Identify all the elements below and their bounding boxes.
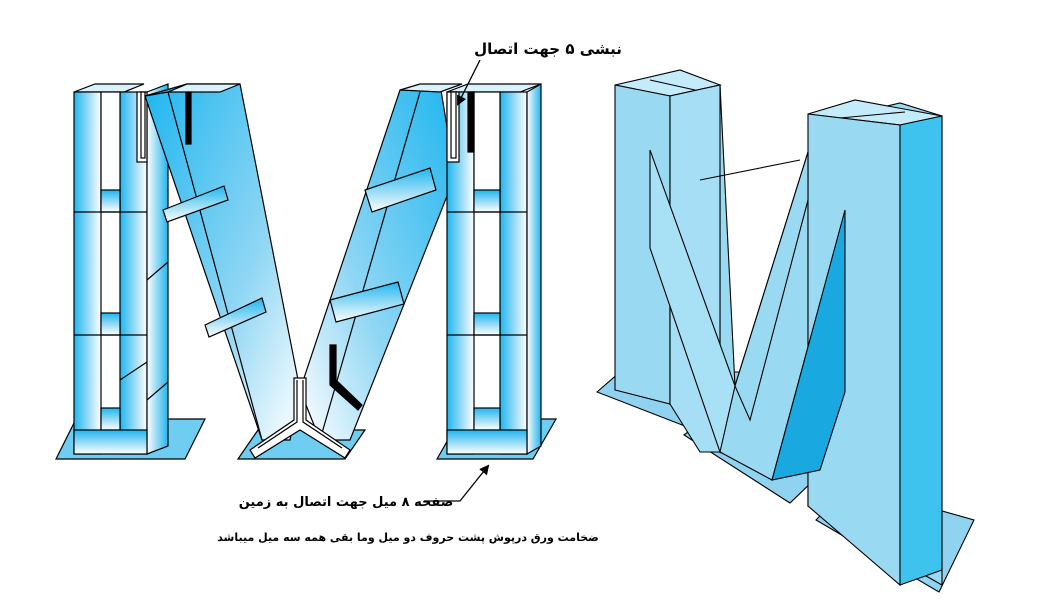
left-column bbox=[73, 83, 169, 455]
solid-letter-m bbox=[595, 69, 975, 593]
center-y-connector bbox=[249, 377, 351, 459]
frame-letter-m bbox=[55, 82, 558, 460]
left-diagonal bbox=[144, 83, 301, 441]
arrow-icon bbox=[424, 464, 490, 502]
angle-callout: نبشی ۵ جهت اتصال bbox=[457, 40, 622, 106]
thickness-note: ضخامت ورق درپوش پشت حروف دو میل وما بقی … bbox=[217, 531, 599, 544]
base-plate-label: صفحه ۸ میل جهت اتصال به زمین bbox=[239, 495, 454, 510]
right-diagonal bbox=[299, 83, 463, 441]
right-column bbox=[446, 82, 542, 456]
arrow-icon bbox=[457, 59, 481, 106]
angle-label: نبشی ۵ جهت اتصال bbox=[474, 40, 622, 58]
base-plate-callout: صفحه ۸ میل جهت اتصال به زمین bbox=[239, 464, 490, 510]
